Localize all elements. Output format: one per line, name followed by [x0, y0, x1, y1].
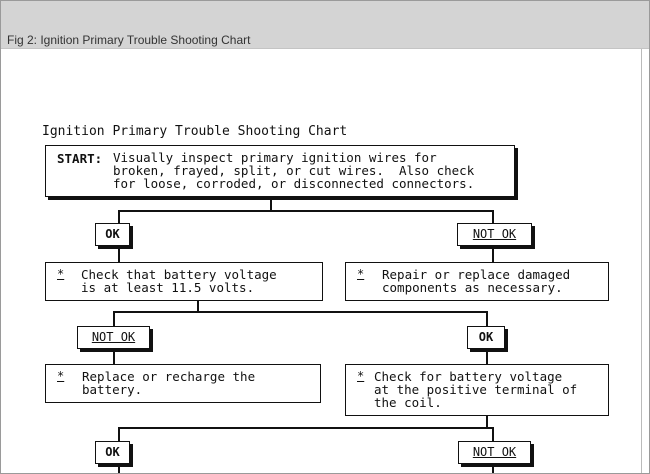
connector — [118, 210, 493, 212]
branch2-ok-line-3: the coil. — [374, 395, 442, 410]
branch1-not-ok-label: NOT OK — [457, 223, 532, 246]
start-text: Visually inspect primary ignition wires … — [113, 151, 474, 190]
branch1-ok-line-1: Check that battery voltage — [81, 267, 277, 282]
start-line-2: broken, frayed, split, or cut wires. Als… — [113, 163, 475, 178]
branch1-not-ok-line-1: Repair or replace damaged — [382, 267, 571, 282]
branch2-not-ok-label: NOT OK — [77, 326, 150, 349]
branch1-ok-line-2: is at least 11.5 volts. — [81, 280, 255, 295]
step-marker: * — [57, 369, 65, 383]
step-marker: * — [357, 267, 365, 281]
branch1-ok-step: * Check that battery voltage is at least… — [45, 262, 323, 301]
branch1-not-ok-step: * Repair or replace damaged components a… — [345, 262, 609, 301]
step-marker: * — [357, 369, 365, 383]
connector — [118, 427, 493, 429]
branch1-not-ok-line-2: components as necessary. — [382, 280, 563, 295]
connector — [492, 210, 494, 223]
chart-title: Ignition Primary Trouble Shooting Chart — [42, 124, 348, 139]
branch2-ok-line-1: Check for battery voltage — [374, 369, 563, 384]
connector — [118, 246, 120, 262]
branch2-not-ok-step: * Replace or recharge the battery. — [45, 364, 321, 403]
start-label: START: — [57, 151, 103, 166]
step-marker: * — [57, 267, 65, 281]
branch3-not-ok-label: NOT OK — [458, 441, 531, 464]
branch3-ok-label: OK — [95, 441, 130, 464]
branch2-ok-line-2: at the positive terminal of — [374, 382, 578, 397]
connector — [118, 210, 120, 223]
connector — [270, 197, 272, 211]
connector — [118, 427, 120, 441]
connector — [197, 301, 199, 312]
connector — [492, 427, 494, 441]
caption-bar: Fig 2: Ignition Primary Trouble Shooting… — [1, 1, 649, 49]
branch2-ok-step: * Check for battery voltage at the posit… — [345, 364, 609, 416]
connector — [486, 349, 488, 364]
start-box: START: Visually inspect primary ignition… — [45, 145, 515, 197]
start-line-3: for loose, corroded, or disconnected con… — [113, 176, 475, 191]
connector — [486, 416, 488, 428]
branch1-ok-label: OK — [95, 223, 130, 246]
start-line-1: Visually inspect primary ignition wires … — [113, 150, 437, 165]
connector — [113, 311, 115, 326]
scroll-edge-rule — [641, 49, 642, 473]
branch2-ok-label: OK — [467, 326, 505, 349]
connector — [113, 349, 115, 364]
connector — [492, 246, 494, 262]
connector — [118, 464, 120, 473]
connector — [492, 464, 494, 473]
branch2-not-ok-line-2: battery. — [82, 382, 143, 397]
figure-caption: Fig 2: Ignition Primary Trouble Shooting… — [7, 33, 251, 47]
branch2-not-ok-line-1: Replace or recharge the — [82, 369, 256, 384]
connector — [486, 311, 488, 326]
connector — [113, 311, 487, 313]
